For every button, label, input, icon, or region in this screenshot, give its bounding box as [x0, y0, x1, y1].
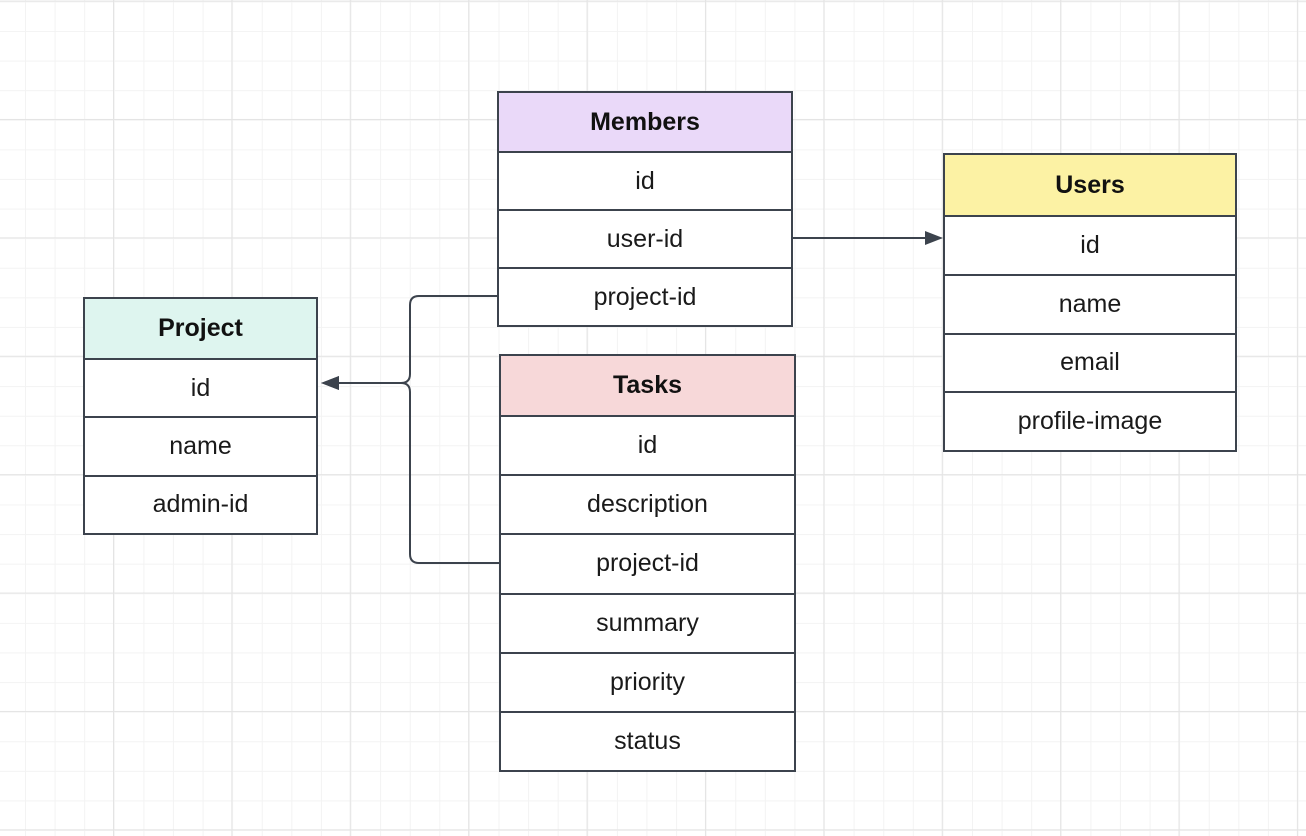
field-row-profile-image[interactable]: profile-image: [945, 391, 1235, 450]
field-row-summary[interactable]: summary: [501, 592, 794, 652]
connector-members-user-id-to-users-id[interactable]: [793, 231, 943, 245]
field-row-status[interactable]: status: [501, 710, 794, 771]
connector-tasks-project-id-to-project-id[interactable]: [321, 376, 499, 564]
arrowhead-icon: [321, 376, 339, 390]
field-label: id: [635, 166, 655, 195]
arrowhead-icon: [925, 231, 943, 245]
entity-users[interactable]: Users id name email profile-image: [943, 153, 1237, 452]
entity-members[interactable]: Members id user-id project-id: [497, 91, 793, 327]
entity-rows: id user-id project-id: [499, 151, 791, 325]
field-label: id: [190, 373, 211, 402]
field-row-name[interactable]: name: [85, 416, 316, 475]
field-label: id: [1080, 230, 1100, 259]
entity-header-project[interactable]: Project: [85, 299, 316, 358]
connector-line[interactable]: [339, 295, 497, 384]
connector-members-project-id-to-project-id[interactable]: [321, 295, 497, 390]
field-row-admin-id[interactable]: admin-id: [85, 474, 316, 533]
field-row-project-id[interactable]: project-id: [499, 267, 791, 325]
field-label: summary: [596, 608, 699, 637]
field-row-email[interactable]: email: [945, 332, 1235, 392]
field-row-project-id[interactable]: project-id: [501, 533, 794, 593]
entity-rows: id name admin-id: [85, 358, 316, 533]
field-row-user-id[interactable]: user-id: [499, 209, 791, 267]
entity-title: Project: [158, 314, 243, 342]
field-label: project-id: [593, 282, 697, 311]
entity-title: Members: [590, 107, 700, 136]
entity-header-members[interactable]: Members: [499, 93, 791, 151]
field-label: name: [169, 431, 232, 460]
field-row-priority[interactable]: priority: [501, 651, 794, 711]
entity-header-tasks[interactable]: Tasks: [501, 356, 794, 415]
field-label: description: [587, 490, 708, 519]
field-row-id[interactable]: id: [501, 415, 794, 475]
field-row-description[interactable]: description: [501, 474, 794, 534]
entity-project[interactable]: Project id name admin-id: [83, 297, 318, 535]
field-label: project-id: [596, 549, 699, 578]
field-row-id[interactable]: id: [499, 151, 791, 209]
field-label: admin-id: [152, 490, 249, 519]
connector-line[interactable]: [339, 382, 499, 564]
field-label: user-id: [606, 224, 684, 253]
entity-rows: id name email profile-image: [945, 215, 1235, 450]
entity-rows: id description project-id summary priority st…: [501, 415, 794, 771]
field-row-name[interactable]: name: [945, 273, 1235, 333]
field-label: name: [1058, 289, 1122, 318]
entity-title: Users: [1055, 170, 1125, 199]
entity-tasks[interactable]: Tasks id description project-id summary prior…: [499, 354, 796, 772]
field-label: priority: [609, 667, 685, 696]
field-label: status: [614, 726, 681, 755]
field-label: profile-image: [1017, 407, 1163, 436]
field-row-id[interactable]: id: [945, 215, 1235, 274]
entity-title: Tasks: [612, 371, 683, 399]
field-label: id: [637, 431, 658, 460]
entity-header-users[interactable]: Users: [945, 155, 1235, 215]
field-label: email: [1060, 348, 1120, 377]
field-row-id[interactable]: id: [85, 358, 316, 417]
